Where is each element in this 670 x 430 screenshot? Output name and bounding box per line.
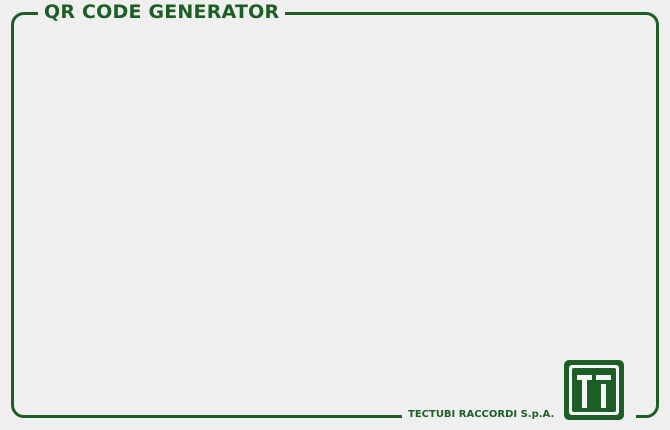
company-name: TECTUBI RACCORDI S.p.A. xyxy=(402,406,561,424)
tectubi-logo-icon xyxy=(563,359,625,421)
app-title: QR CODE GENERATOR xyxy=(38,0,286,24)
main-panel-frame xyxy=(11,12,659,418)
